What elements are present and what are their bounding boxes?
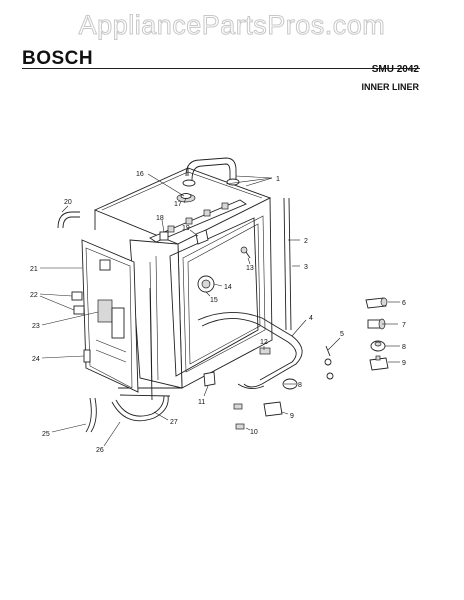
door-seal xyxy=(169,217,259,377)
callout-10: 10 xyxy=(250,429,258,436)
part-20-hose xyxy=(57,211,80,229)
callout-1: 1 xyxy=(276,176,280,183)
part-6-elbow xyxy=(365,297,388,309)
door-panel xyxy=(81,239,139,393)
top-rail xyxy=(149,199,247,243)
callout-14: 14 xyxy=(224,284,232,291)
part-22-switches xyxy=(71,291,85,315)
tub-liner xyxy=(93,167,273,397)
part-12-clip xyxy=(259,347,271,355)
part-10-clips xyxy=(233,403,245,430)
callout-8b: 8 xyxy=(298,382,302,389)
part-26-hose-loop xyxy=(111,395,169,422)
part-9b-valve xyxy=(263,401,283,417)
part-19-bracket xyxy=(195,229,209,245)
callout-9a: 9 xyxy=(402,360,406,367)
callout-2: 2 xyxy=(304,238,308,245)
callout-27: 27 xyxy=(170,419,178,426)
callout-17: 17 xyxy=(174,201,182,208)
part-25-drain-hose xyxy=(85,397,97,433)
section-title: INNER LINER xyxy=(361,82,419,92)
brand-logo-text: BOSCH xyxy=(22,48,94,69)
callout-15: 15 xyxy=(210,297,218,304)
gasket-strip-2b xyxy=(288,197,292,331)
callout-18: 18 xyxy=(156,215,164,222)
gasket-strip-2 xyxy=(283,197,287,331)
callout-21: 21 xyxy=(30,266,38,273)
callout-12: 12 xyxy=(260,339,268,346)
callout-23: 23 xyxy=(32,323,40,330)
model-number: SMU 2042 xyxy=(371,64,419,75)
callout-11: 11 xyxy=(198,399,205,406)
callout-5: 5 xyxy=(340,331,344,338)
callout-19: 19 xyxy=(182,225,190,232)
heater-hose xyxy=(197,312,303,389)
spray-pipe-top xyxy=(182,157,240,187)
leader-lines xyxy=(39,173,400,447)
part-18-clip xyxy=(159,231,169,241)
callout-20: 20 xyxy=(64,199,72,206)
callout-13: 13 xyxy=(246,265,254,272)
callout-6: 6 xyxy=(402,300,406,307)
watermark-text: AppliancePartsPros.com xyxy=(78,10,386,41)
callout-16: 16 xyxy=(136,171,144,178)
callout-25: 25 xyxy=(42,431,50,438)
part-27-strip xyxy=(149,287,153,401)
part-9a-valve xyxy=(369,355,389,371)
callout-24: 24 xyxy=(32,356,40,363)
seal-ring-inner xyxy=(180,193,192,199)
part-5-clamps xyxy=(324,345,334,380)
callout-26: 26 xyxy=(96,447,104,454)
part-11-bracket xyxy=(203,371,216,387)
callout-7: 7 xyxy=(402,322,406,329)
part-13-screw xyxy=(240,246,251,259)
callout-3: 3 xyxy=(304,264,308,271)
callout-labels: 1 2 3 4 5 6 7 8 9 8 9 10 11 12 13 14 15 … xyxy=(30,171,406,454)
callout-9b: 9 xyxy=(290,413,294,420)
header-rule xyxy=(22,68,420,69)
part-24-sensor xyxy=(83,349,91,363)
callout-8a: 8 xyxy=(402,344,406,351)
rinse-aid-fitting xyxy=(197,275,215,293)
callout-4: 4 xyxy=(309,315,313,322)
callout-22: 22 xyxy=(30,292,38,299)
part-8a-grommet xyxy=(370,340,386,352)
